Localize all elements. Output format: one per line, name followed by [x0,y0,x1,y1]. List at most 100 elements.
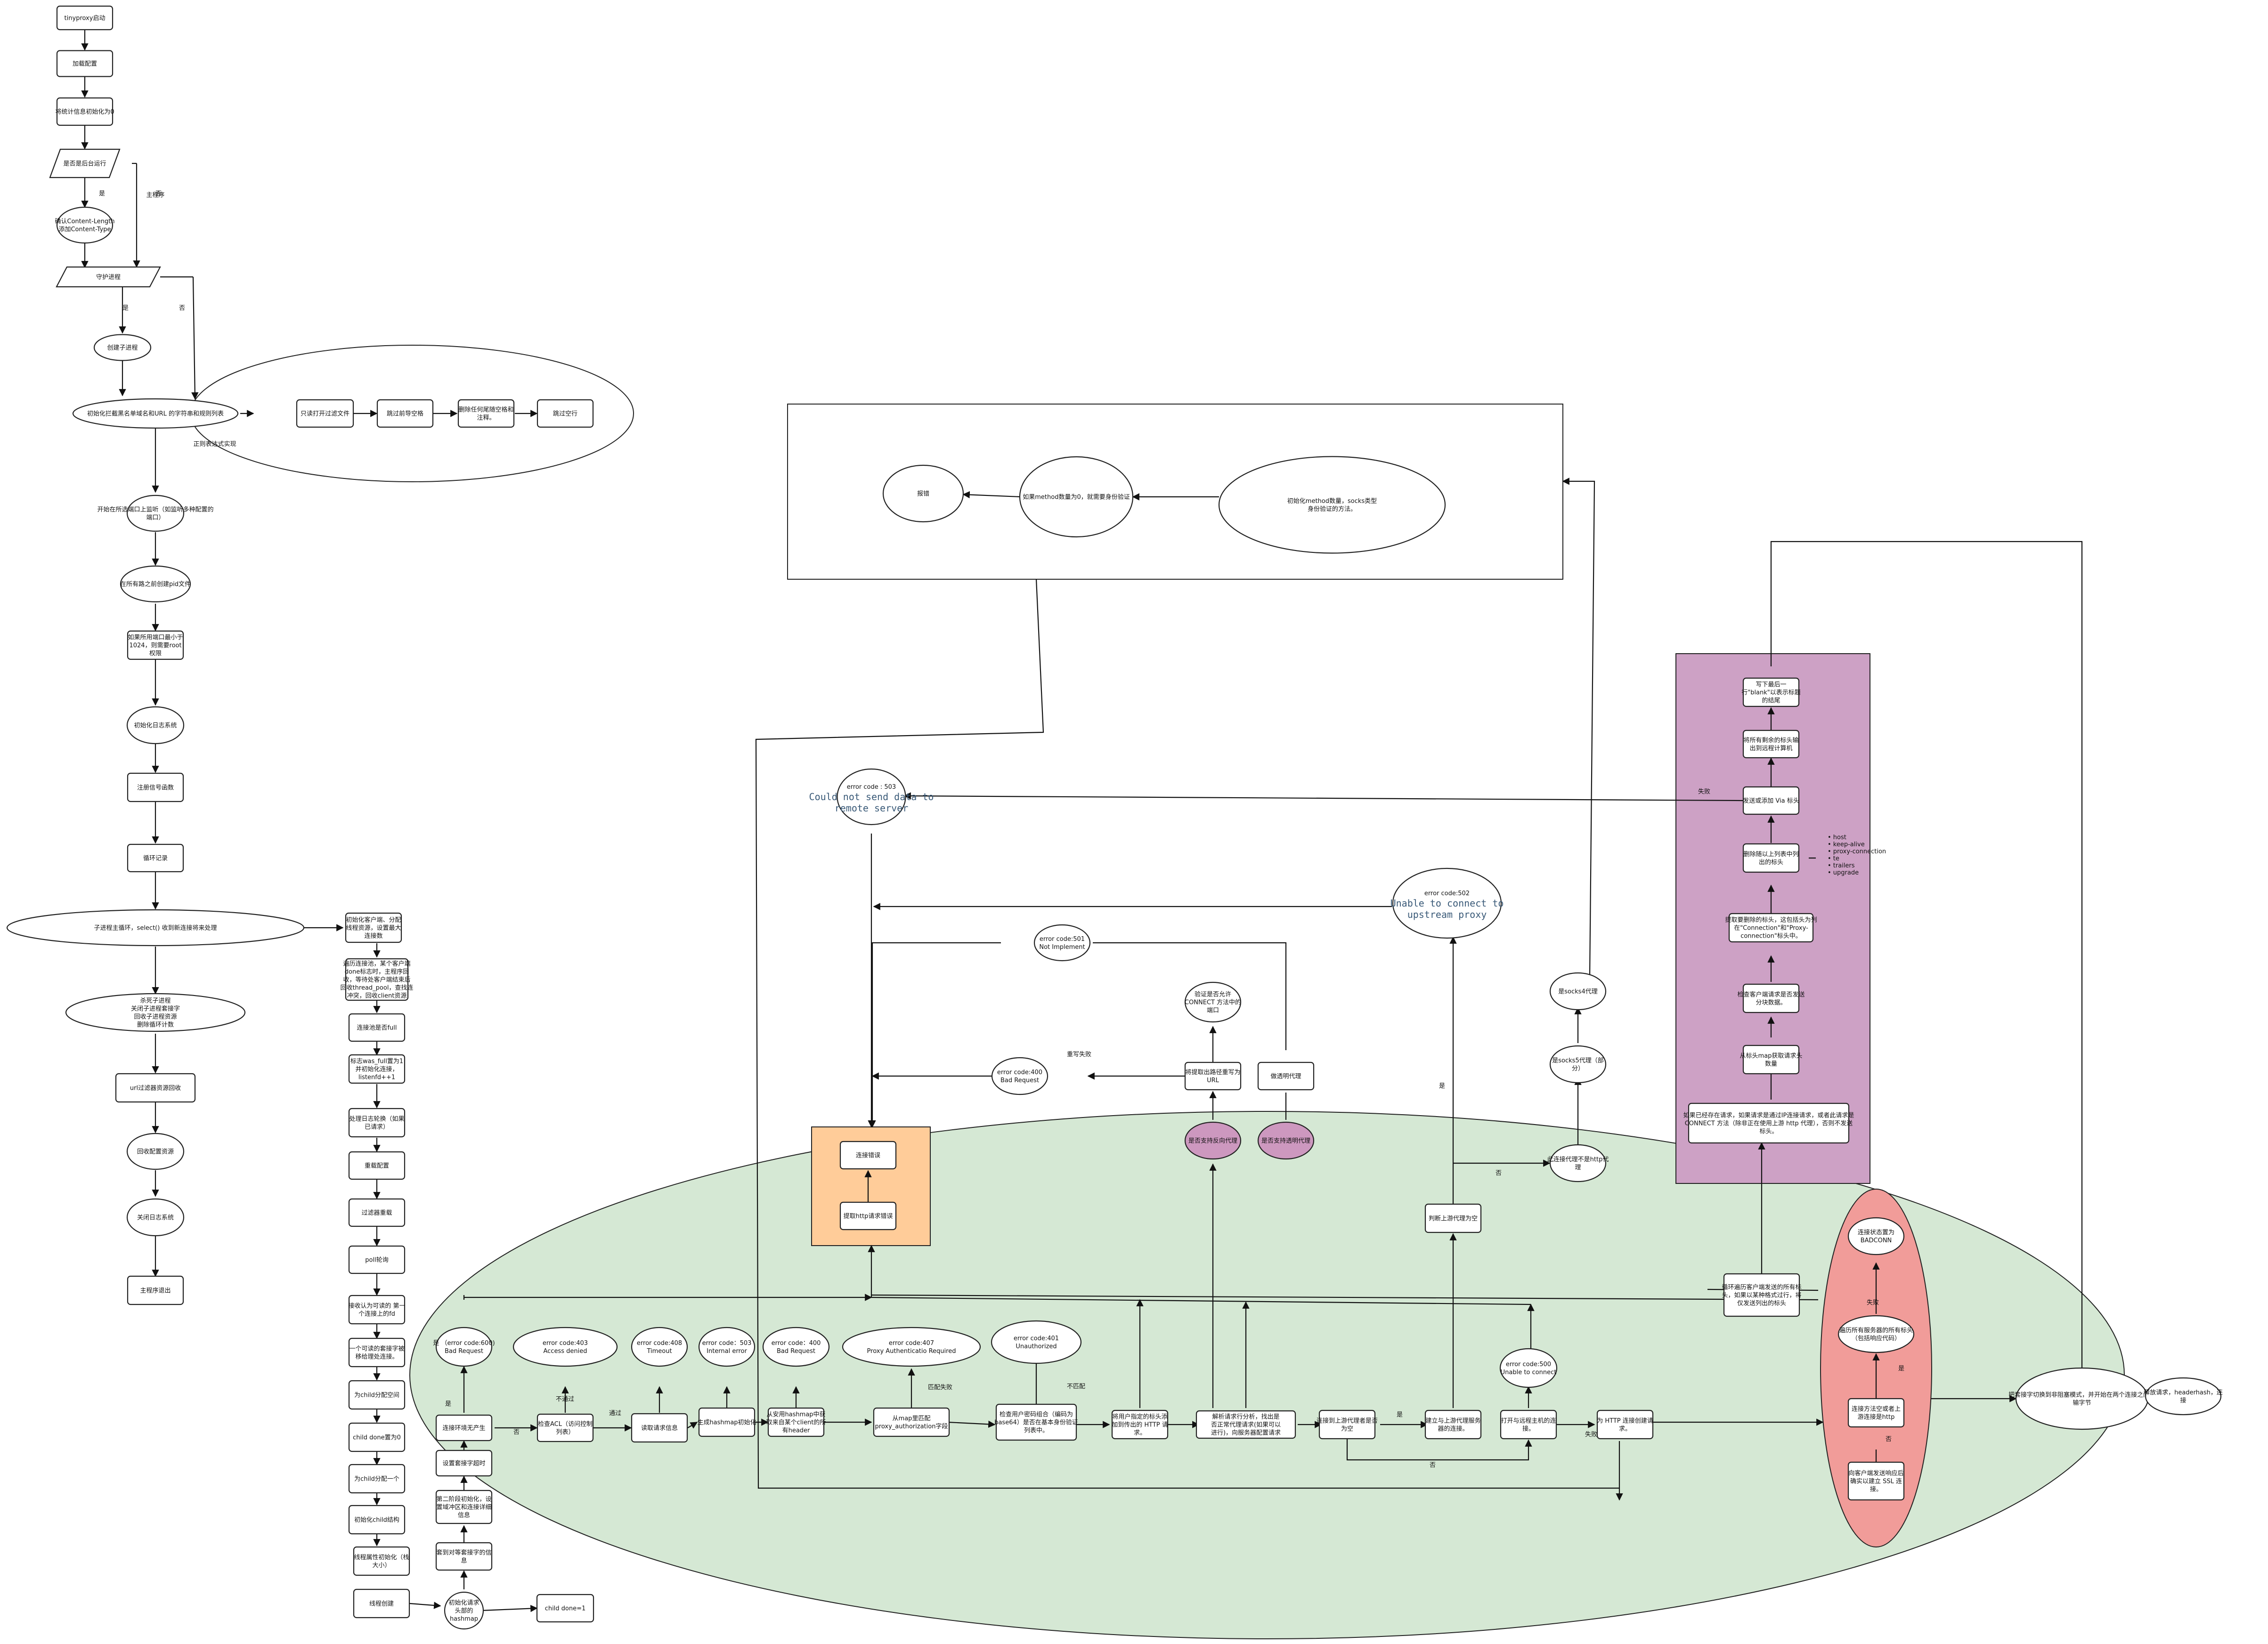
edge-label-yes: 是 [99,190,105,197]
edge-label-yes: 是 [1397,1411,1403,1418]
p-relay-map-shape [1742,1045,1800,1075]
n-signal-label: 注册信号函数 [137,785,174,792]
n-url-free-label: url过滤器资源回收 [130,1085,181,1092]
t-check-upstream-shape [1424,1203,1482,1233]
e-600-label: 是 （error code:600)Bad Request [433,1340,495,1355]
n-url-free-shape [115,1073,196,1103]
m-conn-upstream-shape [1424,1409,1482,1440]
r-is-connect-label: 连接方法空或者上游连接是http [1852,1405,1901,1421]
node-m-child-done: child done=1 [536,1594,594,1623]
edge-label-no: 否 [513,1429,520,1436]
m-conn-err-shape [435,1414,493,1442]
e-503-shape [698,1327,756,1367]
t-check-upstream-label: 判断上游代理为空 [1429,1215,1478,1223]
n-main-exit-shape [127,1275,184,1305]
node-m-set-timeout: 设置套接字超时 [435,1450,493,1477]
node-m-hashmap: 生成hashmap初始化 [697,1407,756,1437]
node-p-send-rest: 将所有剩余的标头输出到远程计算机 [1742,729,1800,759]
n-start-label: tinyproxy启动 [65,15,106,22]
n-fork-child-label: 创建子进程 [107,345,138,352]
s-first-conn-label: 一个可读的套接字被移给理处连接。 [349,1345,404,1361]
r-iter-hdr-label: 循环遍历客户端发送的所有标头，如果以某种格式过行，将仅发送列出的标头 [1722,1284,1801,1307]
m-acl-shape [537,1413,594,1442]
r-ssl-shape [1847,1461,1905,1501]
node-s-process-log: 处理日志轮换（如果已请求） [348,1108,406,1138]
edge-label-no: 否 [155,190,162,197]
n-init-stats-shape [56,97,114,126]
n-init-log-shape [126,706,185,745]
t-transparent-label: 做透明代理 [1270,1073,1301,1080]
m-init-req-shape [444,1591,484,1630]
n-is-daemon-shape [49,148,121,178]
p-send-rest-label: 将所有剩余的标头输出到远程计算机 [1743,737,1798,752]
node-n-start: tinyproxy启动 [56,5,114,31]
m-basic-auth-shape [995,1403,1077,1441]
s-init-stats-label: 初始化客户端、分配线程资源，设置最大连接数 [346,916,401,940]
edge-label-no: 否 [1430,1462,1436,1469]
node-n-guard: 守护进程 [56,266,161,288]
edge-label-not-pass: 不通过 [556,1396,574,1403]
node-t-is-socks5: 是socks5代理（部分） [1549,1045,1607,1084]
e-600-shape [435,1327,493,1367]
n-signal-shape [127,772,184,802]
node-m-conn-upstream: 建立与上游代理服务器的连接。 [1424,1409,1482,1440]
n-main-loop-shape [6,909,305,947]
e-407-shape [842,1327,981,1367]
node-m-process-req: 解析请求行分析，找出是否正常代理请求(如果可以进行)，向服务器配置请求 [1195,1410,1296,1439]
node-s-first-conn: 一个可读的套接字被移给理处连接。 [348,1337,406,1368]
node-s-init-stats: 初始化客户端、分配线程资源，设置最大连接数 [345,912,402,943]
t-is-socks4-label: 是socks4代理 [1558,988,1597,996]
e-400a-shape [762,1327,830,1367]
n-pid-label: 在所有路之前创建pid文件 [120,581,191,588]
node-n-is-daemon: 是否是后台运行 [49,148,121,178]
r-process-resp-label: 遍历所有服务器的所有标头（包括响应代码） [1839,1327,1913,1342]
r-ssl-label: 向客户端发送响应后确实以建立 SSL 连接。 [1848,1470,1903,1493]
t-error-shape [882,464,964,523]
n-kill-child-label: 杀死子进程关闭子进程套接字回收子进程资源删除循环计数 [131,997,180,1029]
e-503b-shape [837,768,906,826]
e-400b-shape [991,1057,1049,1095]
node-n-remove-comment: 删除任何尾随空格和注释。 [457,399,515,428]
node-r-process-resp: 遍历所有服务器的所有标头（包括响应代码） [1837,1315,1915,1353]
n-guard-shape [56,266,161,288]
node-e-600: 是 （error code:600)Bad Request [433,1327,495,1367]
node-n-listen: 开始在所选端口上监听（如监听多种配置的端口） [97,494,214,532]
node-s-conn-free: 为child分配一个 [348,1464,406,1494]
node-t-check-upstream: 判断上游代理为空 [1424,1203,1482,1233]
p-strip-hdr-shape [1728,913,1814,943]
t-is-socks4-shape [1549,972,1607,1011]
r-process-resp-shape [1837,1315,1915,1353]
p-check-len-shape [1742,983,1800,1013]
n-main-loop-label: 子进程主循环，select() 收到新连接将来处理 [94,924,217,932]
node-m-parse-header: 从安用hashmap中获取来自某个client的所有header [766,1407,826,1437]
n-switch-user-shape [127,630,184,660]
s-accept-shape [348,1295,406,1325]
node-r-is-connect: 连接方法空或者上游连接是http [1847,1398,1905,1428]
node-n-url-free: url过滤器资源回收 [115,1073,196,1103]
p-strip-hdr-label: 提取要删除的标头，这包括头为列在"Connection"和"Proxy-conn… [1725,916,1817,940]
s-init-child-label: 初始化child结构 [354,1517,399,1524]
s-process-log-shape [348,1108,406,1138]
node-t-method-check: 如果method数量为0，就需要身份验证 [1019,456,1134,538]
r-mark-bad-shape [1847,1217,1905,1255]
m-child-done-shape [536,1594,594,1623]
m-hashmap-shape [698,1407,756,1437]
node-n-skip-empty: 跳过空行 [537,399,594,428]
m-http-send-shape [1596,1409,1654,1440]
n-close-log-label: 关闭日志系统 [137,1215,174,1222]
